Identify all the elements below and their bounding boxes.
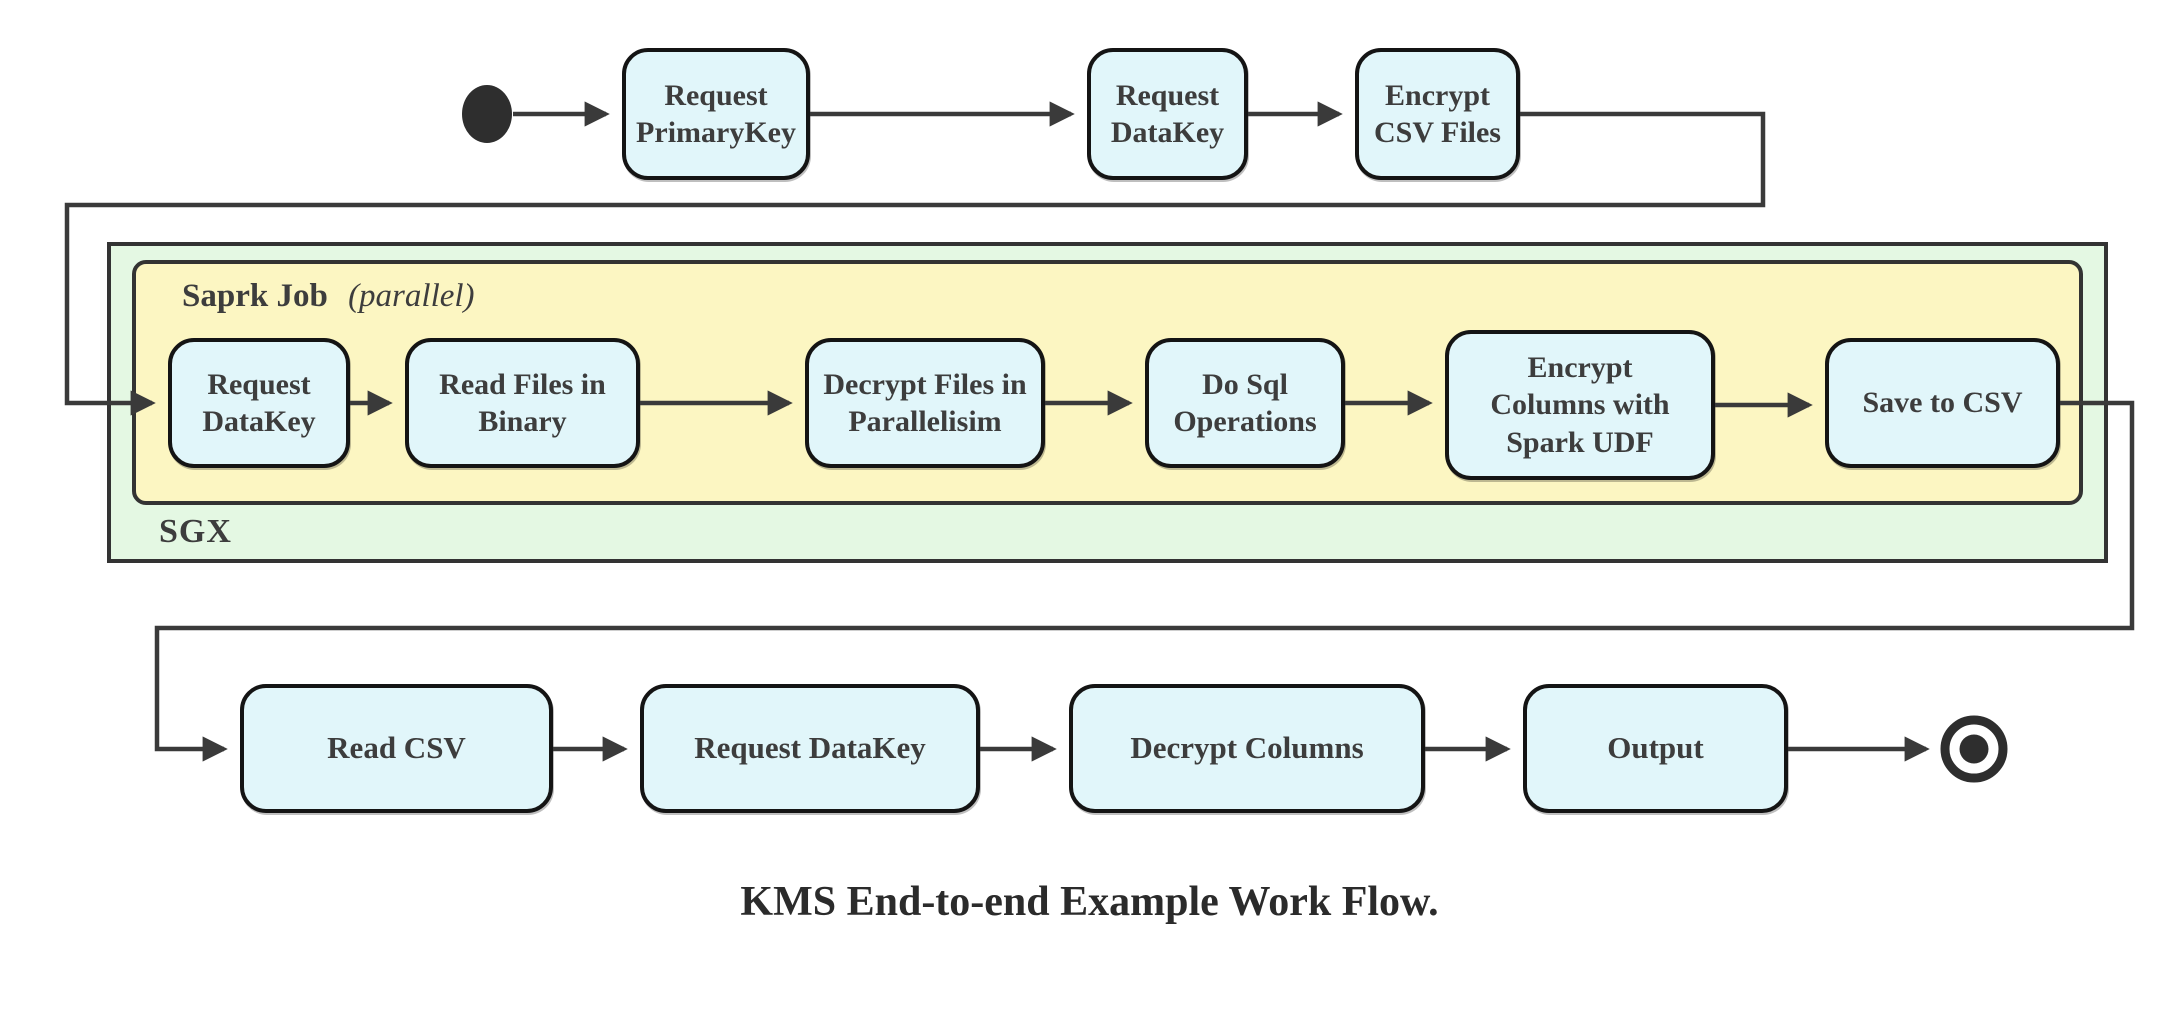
node-output: Output: [1523, 684, 1788, 813]
spark-job-title-text: Saprk Job: [182, 278, 328, 314]
node-decrypt-columns: Decrypt Columns: [1069, 684, 1425, 813]
end-state-icon: [1940, 715, 2008, 783]
node-read-files-in-binary: Read Files in Binary: [405, 338, 640, 468]
node-request-datakey-spark: Request DataKey: [168, 338, 350, 468]
node-encrypt-columns-with-spark-udf: Encrypt Columns with Spark UDF: [1445, 330, 1715, 480]
node-read-csv: Read CSV: [240, 684, 553, 813]
diagram-caption: KMS End-to-end Example Work Flow.: [740, 879, 1439, 925]
node-decrypt-files-in-parallelisim: Decrypt Files in Parallelisim: [805, 338, 1045, 468]
spark-job-title-note: (parallel): [348, 278, 475, 314]
node-save-to-csv: Save to CSV: [1825, 338, 2060, 468]
spark-job-title: Saprk Job (parallel): [182, 278, 475, 315]
sgx-container-label: SGX: [159, 513, 232, 550]
node-request-datakey-top: Request DataKey: [1087, 48, 1248, 180]
start-state-icon: [462, 85, 512, 143]
node-request-primarykey: Request PrimaryKey: [622, 48, 810, 180]
node-encrypt-csv-files: Encrypt CSV Files: [1355, 48, 1520, 180]
node-do-sql-operations: Do Sql Operations: [1145, 338, 1345, 468]
node-request-datakey-bottom: Request DataKey: [640, 684, 980, 813]
